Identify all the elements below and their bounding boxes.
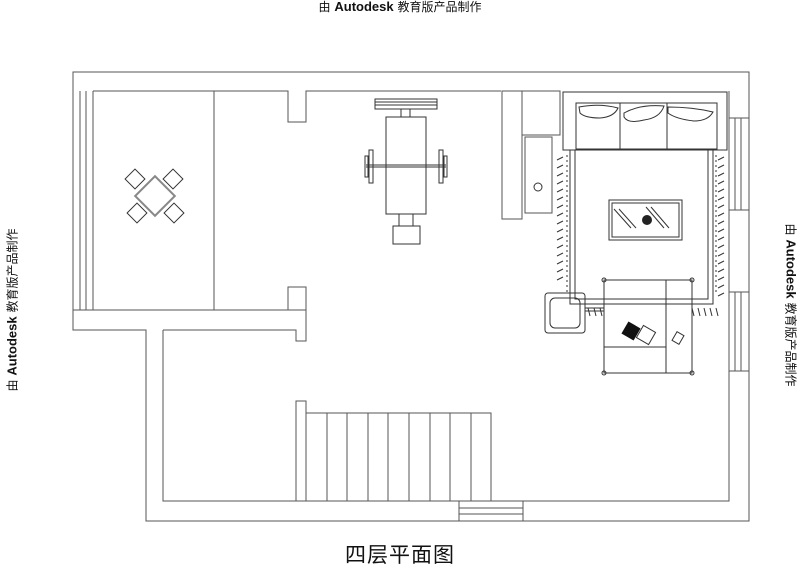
armchair [544,292,604,334]
outer-walls [72,71,750,522]
coffee-table [608,199,683,241]
weight-bench [364,98,448,245]
watermark-suffix: 教育版产品制作 [397,0,482,14]
terrace-window [79,91,215,310]
watermark-prefix: 由 [318,0,331,14]
three-seat-sofa [562,91,728,151]
drawing-title: 四层平面图 [345,543,455,567]
right-windows [729,117,749,372]
watermark-top: 由 Autodesk 教育版产品制作 [0,0,800,14]
chaise-sofa [601,277,695,376]
rug [556,149,725,317]
staircase [295,400,492,502]
watermark-brand: Autodesk [334,0,394,14]
tv-cabinet [501,90,561,220]
bottom-threshold [458,501,524,521]
dining-table-set [124,168,185,224]
